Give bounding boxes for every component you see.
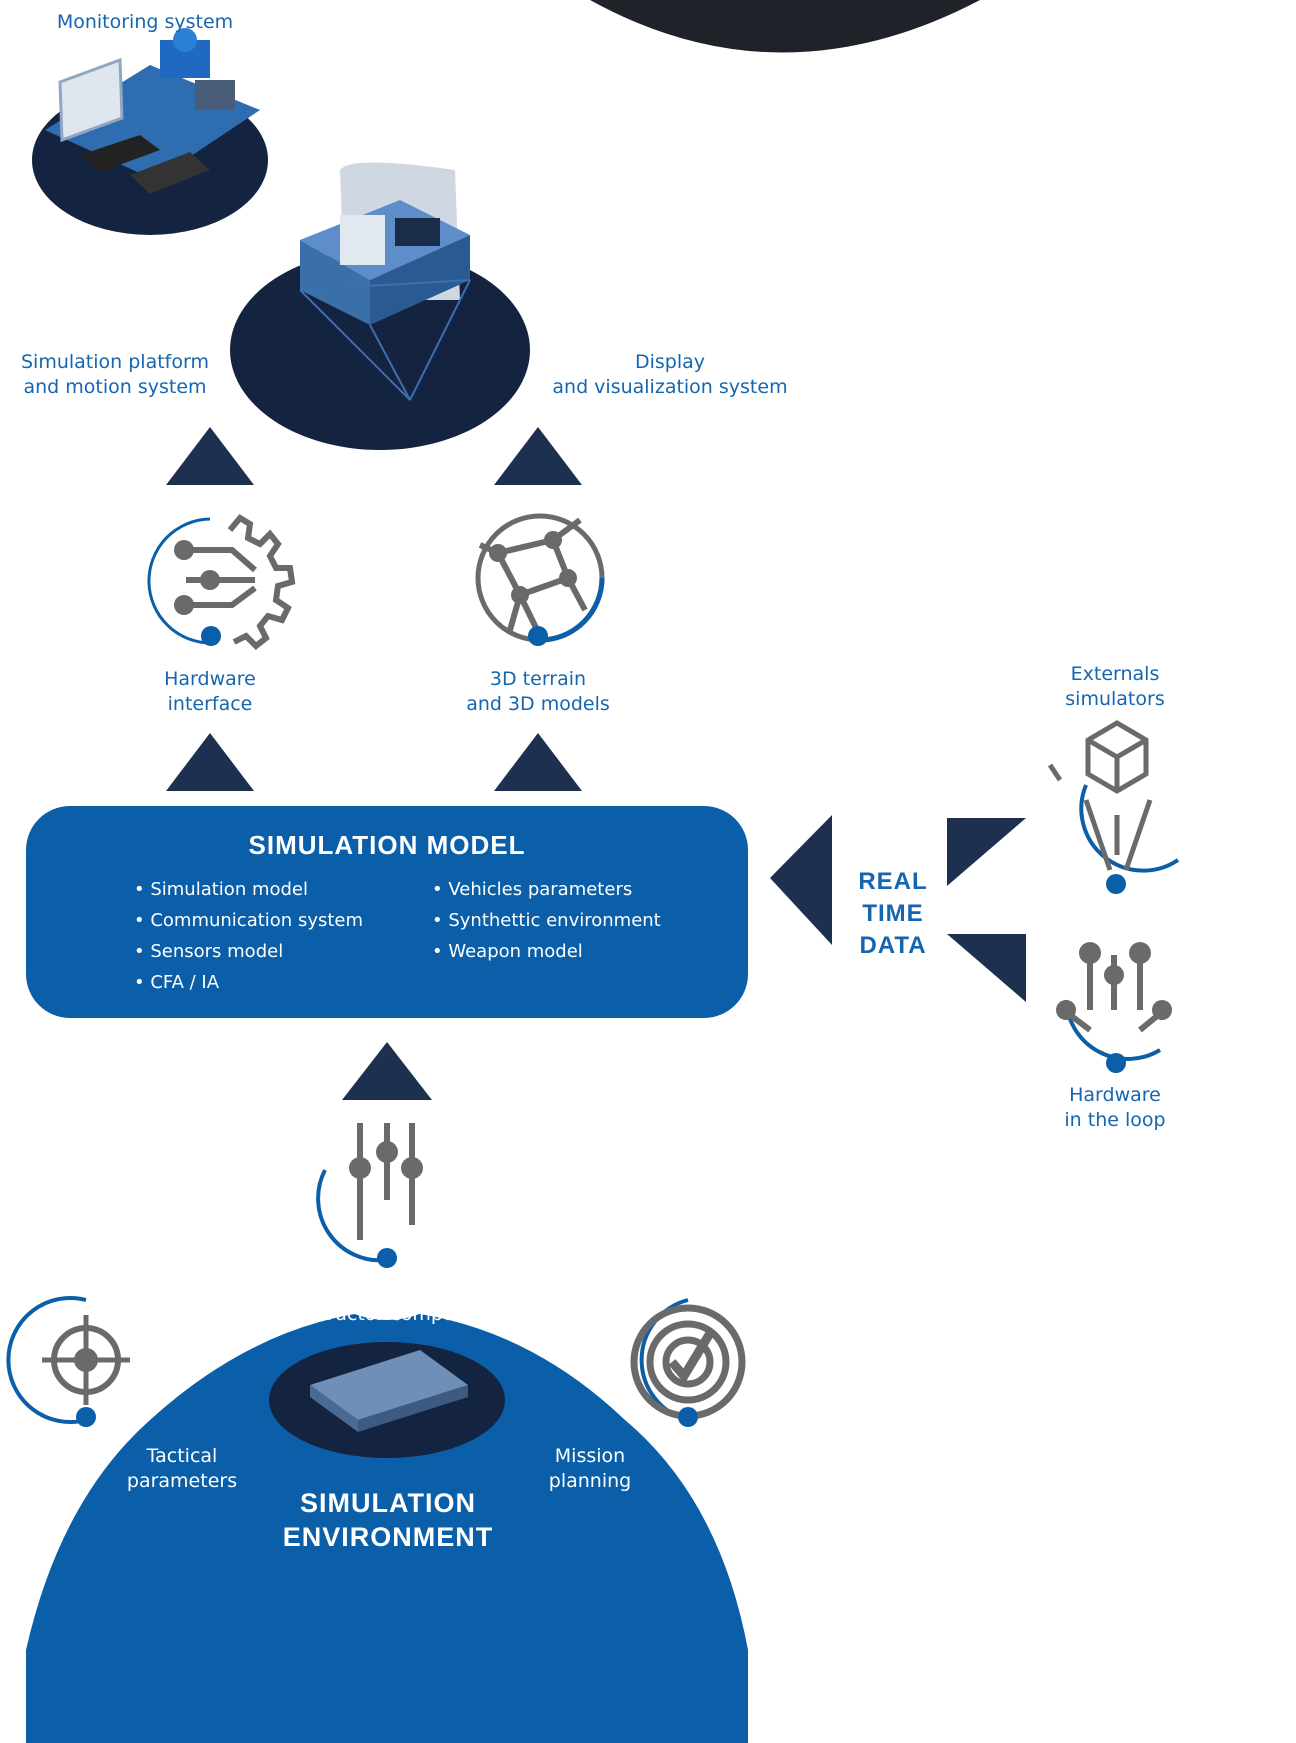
list-item: Synthettic environment: [432, 905, 660, 936]
real-time-data-label: REAL TIME DATA: [858, 868, 928, 959]
instructor-icon-bg: [297, 1140, 477, 1320]
instructor-computer-label: Instructor computer: [292, 1303, 482, 1325]
flow-arrows: [166, 427, 1026, 1100]
hardware-interface-label: Hardware interface: [164, 668, 256, 715]
arrow-from-hil: [947, 934, 1026, 1002]
simulation-model-title: SIMULATION MODEL: [248, 830, 526, 860]
list-item: CFA / IA: [134, 967, 363, 998]
arrow-up-platform: [166, 427, 254, 485]
display-label: Display and visualization system: [552, 351, 788, 398]
mission-planning-label: Mission planning: [548, 1445, 632, 1492]
model-list-right: Vehicles parameters Synthettic environme…: [432, 874, 661, 967]
arrow-up-hardware: [166, 733, 254, 791]
arrow-up-model: [342, 1042, 432, 1100]
platform-label: Simulation platform and motion system: [21, 351, 209, 398]
crosshair-icon: [6, 1296, 130, 1427]
cockpit-simulator-illustration: [230, 162, 530, 450]
instructor-console-illustration: [269, 1342, 505, 1458]
dark-globe-shape: [590, 0, 980, 53]
list-item: Vehicles parameters: [432, 874, 661, 905]
simulation-environment-title: SIMULATION ENVIRONMENT: [282, 1488, 494, 1552]
externals-simulators-label: Externals simulators: [1065, 663, 1165, 710]
terrain-label: 3D terrain and 3D models: [466, 668, 610, 715]
arrow-up-terrain: [494, 733, 582, 791]
list-item: Sensors model: [134, 936, 363, 967]
model-list-left: Simulation model Communication system Se…: [134, 874, 363, 998]
list-item: Simulation model: [134, 874, 363, 905]
terrain-mesh-icon: [475, 513, 605, 646]
radar-check-icon: [630, 1298, 746, 1427]
cube-icon: [1047, 720, 1180, 894]
list-item: Weapon model: [432, 936, 661, 967]
monitoring-system-label: Monitoring system: [56, 11, 234, 33]
sliders-icon: [316, 1123, 423, 1268]
simulation-model-panel: SIMULATION MODEL Simulation model Commun…: [26, 806, 748, 1018]
monitoring-system-illustration: [32, 28, 268, 235]
tactical-parameters-label: Tactical parameters: [126, 1445, 238, 1492]
arrow-from-externals: [947, 818, 1026, 886]
arrow-up-display: [494, 427, 582, 485]
list-item: Communication system: [134, 905, 363, 936]
circuit-board-icon: [1056, 942, 1172, 1073]
arrow-left-model: [770, 815, 832, 945]
hardware-in-loop-label: Hardware in the loop: [1064, 1084, 1166, 1131]
gear-circuit-icon: [147, 514, 296, 651]
environment-dome: [26, 1310, 748, 1743]
